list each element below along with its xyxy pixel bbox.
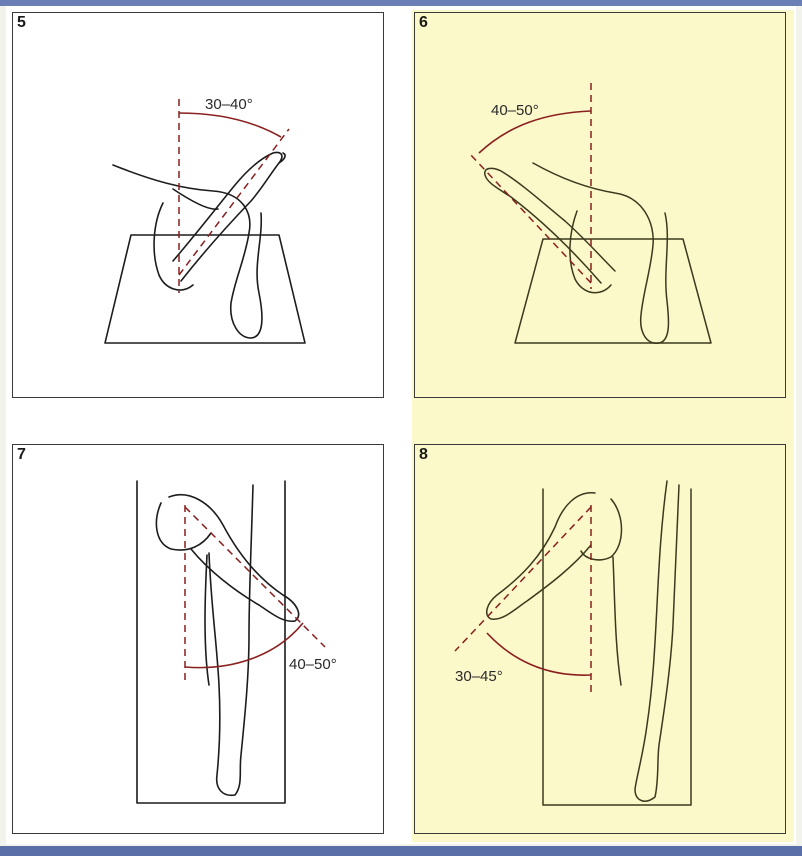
panel-6: 6 40–50° xyxy=(414,12,786,398)
panel-8: 8 30–45° xyxy=(414,444,786,834)
angle-label: 40–50° xyxy=(491,102,539,119)
panel-5: 5 30–40° xyxy=(12,12,384,398)
rotation-illustration-6: 40–50° xyxy=(415,13,787,399)
rotation-illustration-7: 40–50° xyxy=(13,445,385,835)
angle-label: 40–50° xyxy=(289,656,337,673)
rotation-illustration-8: 30–45° xyxy=(415,445,787,835)
angle-label: 30–45° xyxy=(455,668,503,685)
angle-label: 30–40° xyxy=(205,96,253,113)
figure-page: 5 30–40° 6 xyxy=(6,6,796,844)
rotation-illustration-5: 30–40° xyxy=(13,13,385,399)
window-bottom-border xyxy=(0,846,802,856)
panel-7: 7 40–50° xyxy=(12,444,384,834)
